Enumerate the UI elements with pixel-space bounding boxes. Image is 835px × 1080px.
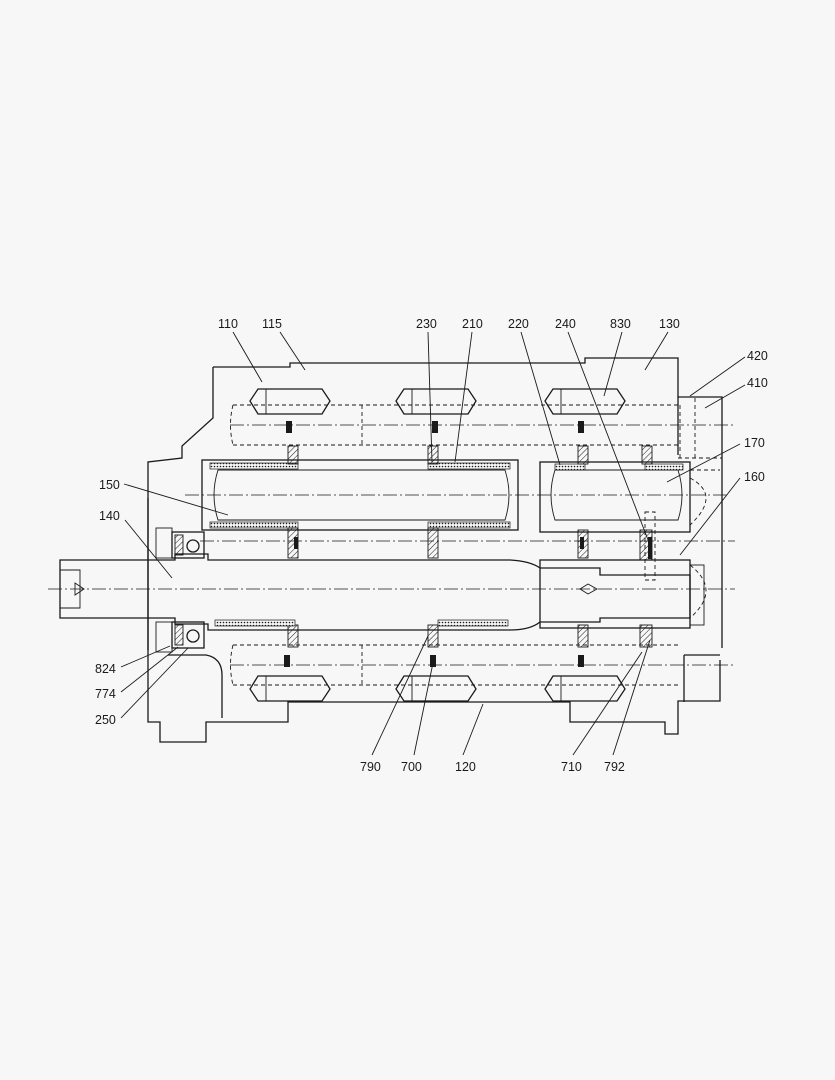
label-230: 230 (416, 317, 437, 331)
front-seal-bearing (155, 527, 205, 653)
label-120: 120 (455, 760, 476, 774)
reference-numerals: 110 115 230 210 220 240 830 130 420 410 … (95, 317, 768, 774)
label-790: 790 (360, 760, 381, 774)
tie-bolt-bores (230, 398, 722, 686)
label-792: 792 (604, 760, 625, 774)
drive-shaft (59, 553, 691, 631)
label-250: 250 (95, 713, 116, 727)
label-774: 774 (95, 687, 116, 701)
gear-front-upper (201, 459, 519, 531)
label-115: 115 (262, 317, 282, 331)
label-130: 130 (659, 317, 680, 331)
bearing-blocks (287, 445, 653, 648)
label-170: 170 (744, 436, 765, 450)
label-140: 140 (99, 509, 120, 523)
label-420: 420 (747, 349, 768, 363)
label-240: 240 (555, 317, 576, 331)
label-150: 150 (99, 478, 120, 492)
label-160: 160 (744, 470, 765, 484)
housing-outline (147, 357, 723, 743)
label-824: 824 (95, 662, 116, 676)
rear-cover (539, 469, 720, 629)
label-410: 410 (747, 376, 768, 390)
bolt-heads-top (249, 388, 626, 415)
leader-lines (120, 331, 746, 756)
bolt-heads-bottom (249, 675, 626, 702)
gear-rear-upper (539, 461, 691, 533)
label-210: 210 (462, 317, 483, 331)
label-700: 700 (401, 760, 422, 774)
label-220: 220 (508, 317, 529, 331)
centerlines (48, 424, 735, 666)
label-830: 830 (610, 317, 631, 331)
label-710: 710 (561, 760, 582, 774)
label-110: 110 (218, 317, 238, 331)
